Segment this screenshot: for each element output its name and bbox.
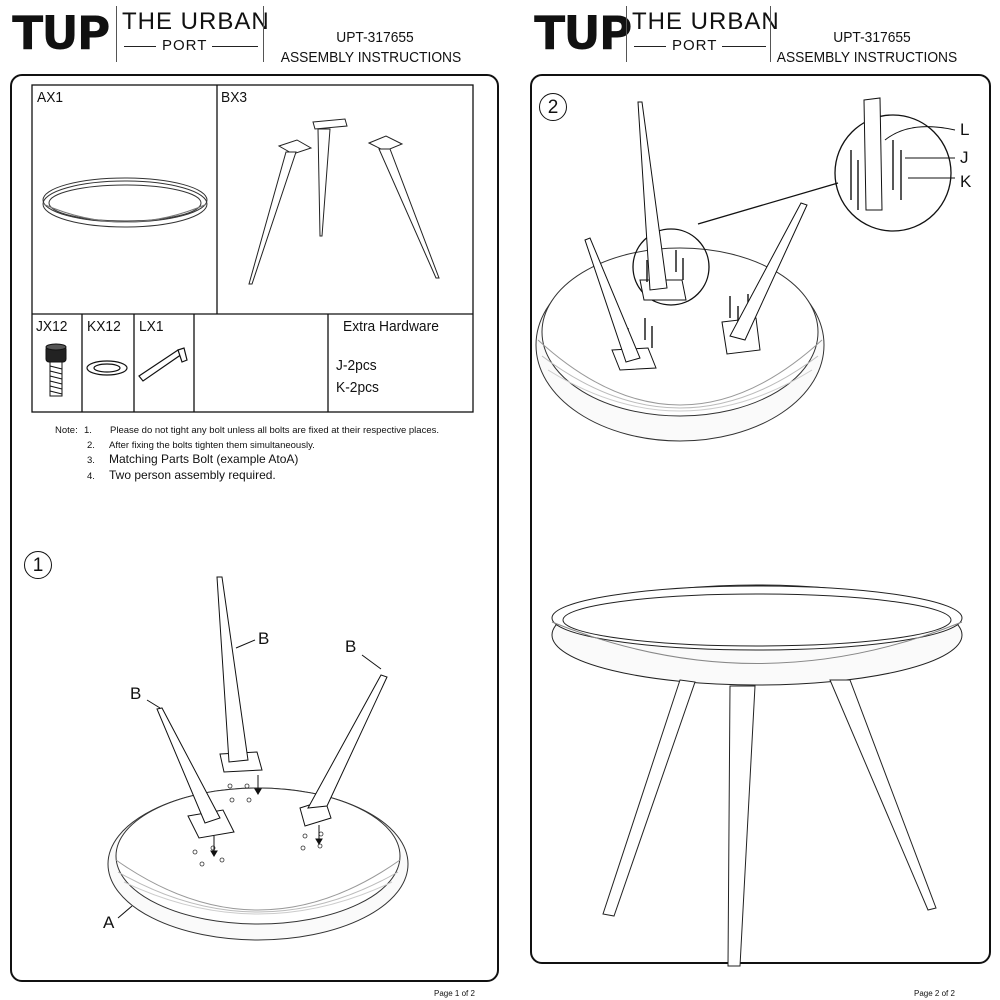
brand-logo-mark: TUP [12,6,110,60]
brand-name-bottom-right: PORT [672,37,718,54]
right-page-frame [530,74,991,964]
brand-name-top: THE URBAN [122,8,270,35]
logo-divider-right-page [626,6,627,62]
step-1-number: 1 [24,551,52,579]
note-3-number: 3. [87,455,95,466]
step-2-callout-j: J [960,148,969,167]
logo-divider-right [263,6,264,62]
note-4-number: 4. [87,471,95,482]
notes-label: Note: [55,425,78,436]
allen-key-illustration [138,347,188,382]
brand-name-bottom: PORT [162,37,208,54]
bolt-illustration [45,343,67,397]
left-page-frame [10,74,499,982]
step-2-callout-l: L [960,120,970,139]
extra-hardware-title: Extra Hardware [343,318,439,335]
logo-rule-right [212,46,258,47]
step-2-tabletop [535,247,825,442]
step-2-legs [584,97,883,363]
logo-rule-right-right-page [722,46,766,47]
logo-divider [116,6,117,62]
part-label-jx: JX12 [36,318,68,335]
note-2-text: After fixing the bolts tighten them simu… [109,440,315,451]
brand-logo-mark-right: TUP [534,6,632,60]
step-1-callout-b-center: B [258,629,270,648]
page-2-number: Page 2 of 2 [914,989,955,998]
tabletop-ring-illustration [42,177,208,228]
note-1-number: 1. [84,425,92,436]
step-1-callout-b-left: B [130,684,142,703]
step-1-tabletop [107,787,409,941]
step-2-callout-k: K [960,172,972,191]
logo-rule-left-right-page [634,46,666,47]
note-1-text: Please do not tight any bolt unless all … [110,425,439,436]
step-1-legs [156,576,388,824]
doc-title-right: ASSEMBLY INSTRUCTIONS [776,49,958,66]
note-4-text: Two person assembly required. [109,468,276,482]
washer-illustration [86,360,128,376]
step-1-holes [192,783,324,867]
step-1-leader-lines [117,639,382,919]
logo-divider-end-right-page [770,6,771,62]
step-1-arrows [210,775,323,857]
doc-title: ASSEMBLY INSTRUCTIONS [280,49,462,66]
step-1-callout-b-right: B [345,637,357,656]
part-label-ax: AX1 [37,89,64,106]
assembled-table-illustration [551,584,963,967]
part-label-kx: KX12 [87,318,121,335]
note-2-number: 2. [87,440,95,451]
logo-rule-left [124,46,156,47]
extra-hardware-k: K-2pcs [336,379,379,396]
brand-name-top-right: THE URBAN [632,8,780,35]
part-label-lx: LX1 [139,318,164,335]
legs-illustration [248,118,440,285]
step-1-callout-a: A [103,913,115,932]
product-code: UPT-317655 [336,29,414,46]
extra-hardware-j: J-2pcs [336,357,377,374]
part-label-bx: BX3 [221,89,248,106]
page-1-number: Page 1 of 2 [434,989,475,998]
step-2-number: 2 [539,93,567,121]
product-code-right: UPT-317655 [833,29,911,46]
step-2-leader-lines [884,126,956,179]
note-3-text: Matching Parts Bolt (example AtoA) [109,452,299,466]
